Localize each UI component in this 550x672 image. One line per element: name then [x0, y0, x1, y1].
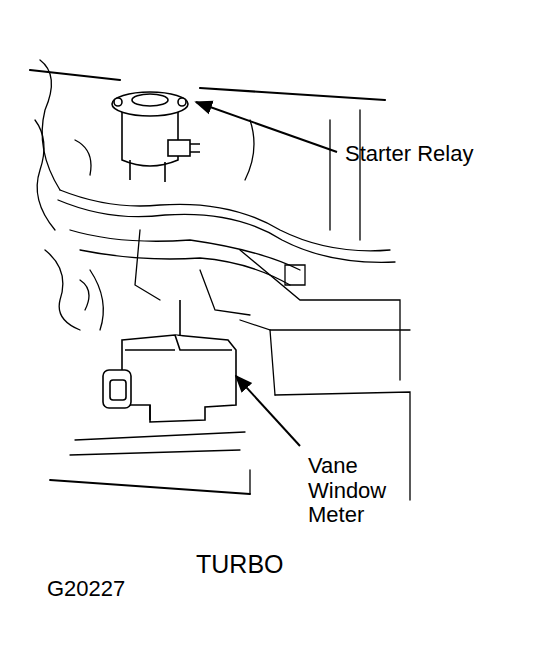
starter-relay — [112, 92, 200, 182]
figure-caption: TURBO — [196, 550, 336, 578]
figure-code: G20227 — [47, 577, 207, 602]
vane-window-meter — [103, 300, 236, 422]
engine-bay-lines — [30, 60, 410, 500]
leader-arrows — [196, 102, 337, 446]
leader-arrow — [196, 102, 337, 152]
leader-arrow — [236, 376, 300, 446]
part-label: Starter Relay — [345, 142, 545, 167]
part-label: Vane Window Meter — [308, 454, 408, 528]
